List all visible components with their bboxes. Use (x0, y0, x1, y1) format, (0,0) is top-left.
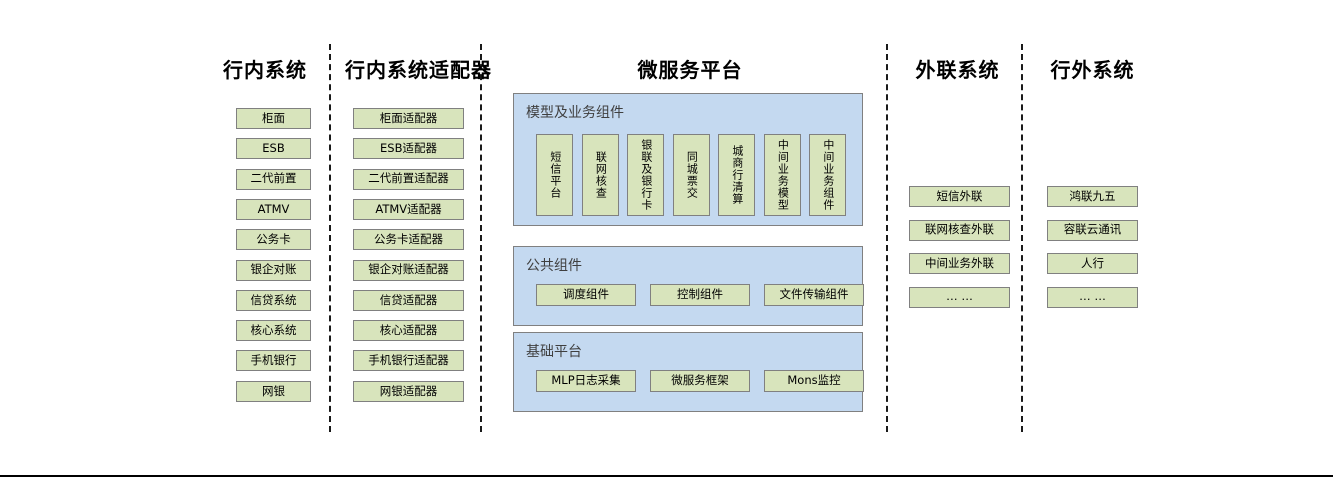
node-inbank-adapter-7[interactable]: 核心适配器 (353, 320, 464, 342)
panel-model-business: 模型及业务组件短信平台联网核查银联及银行卡同城票交城商行清算中间业务模型中间业务… (513, 93, 863, 226)
node-inbank-7[interactable]: 核心系统 (236, 320, 311, 342)
node-external-link-1[interactable]: 联网核查外联 (909, 219, 1010, 241)
node-inbank-4[interactable]: 公务卡 (236, 229, 311, 251)
panel-base-platform: 基础平台 MLP日志采集微服务框架 Mons监控 (513, 332, 864, 412)
node-base-platform-2[interactable]: Mons监控 (764, 370, 864, 392)
node-model-business-4[interactable]: 城商行清算 (718, 134, 755, 216)
node-model-business-6[interactable]: 中间业务组件 (809, 134, 846, 216)
node-inbank-5[interactable]: 银企对账 (236, 259, 311, 281)
node-external-link-2[interactable]: 中间业务外联 (909, 253, 1010, 274)
node-inbank-adapter-3[interactable]: ATMV适配器 (353, 198, 464, 220)
node-outbank-1[interactable]: 容联云通讯 (1047, 219, 1138, 241)
panel-title-public-components: 公共组件 (526, 258, 582, 274)
column-divider-2 (480, 44, 482, 432)
column-divider-4 (1021, 44, 1023, 432)
panel-title-base-platform: 基础平台 (526, 344, 582, 360)
node-inbank-1[interactable]: ESB (236, 138, 311, 160)
node-inbank-0[interactable]: 柜面 (236, 108, 311, 129)
node-inbank-3[interactable]: ATMV (236, 198, 311, 220)
node-model-business-1[interactable]: 联网核查 (581, 134, 619, 216)
column-title-outbank: 行外系统 (1050, 58, 1135, 82)
bottom-rule (0, 475, 1333, 477)
node-inbank-adapter-0[interactable]: 柜面适配器 (353, 108, 464, 129)
node-model-business-0[interactable]: 短信平台 (536, 134, 573, 216)
column-divider-1 (329, 44, 331, 432)
column-title-external-link: 外联系统 (915, 58, 1000, 82)
node-inbank-8[interactable]: 手机银行 (236, 350, 311, 372)
column-title-inbank: 行内系统 (223, 58, 307, 82)
node-model-business-3[interactable]: 同城票交 (672, 134, 710, 216)
node-outbank-0[interactable]: 鸿联九五 (1047, 186, 1138, 207)
node-external-link-3[interactable]: … … (909, 286, 1010, 308)
node-inbank-adapter-9[interactable]: 网银适配器 (353, 380, 464, 402)
column-title-inbank-adapter: 行内系统适配器 (345, 58, 492, 82)
node-external-link-0[interactable]: 短信外联 (909, 186, 1010, 207)
node-base-platform-0[interactable]: MLP日志采集 (536, 370, 636, 392)
node-inbank-adapter-4[interactable]: 公务卡适配器 (353, 229, 464, 251)
column-divider-3 (886, 44, 888, 432)
node-inbank-adapter-8[interactable]: 手机银行适配器 (353, 350, 464, 372)
panel-title-model-business: 模型及业务组件 (526, 105, 624, 121)
node-outbank-3[interactable]: … … (1047, 286, 1138, 308)
node-inbank-9[interactable]: 网银 (236, 380, 311, 402)
node-inbank-adapter-5[interactable]: 银企对账适配器 (353, 259, 464, 281)
node-outbank-2[interactable]: 人行 (1047, 253, 1138, 274)
node-model-business-2[interactable]: 银联及银行卡 (627, 134, 664, 216)
node-inbank-2[interactable]: 二代前置 (236, 168, 311, 190)
node-model-business-5[interactable]: 中间业务模型 (763, 134, 801, 216)
panel-public-components: 公共组件调度组件控制组件文件传输组件 (513, 246, 864, 326)
node-inbank-adapter-6[interactable]: 信贷适配器 (353, 289, 464, 311)
node-inbank-6[interactable]: 信贷系统 (236, 289, 311, 311)
node-inbank-adapter-2[interactable]: 二代前置适配器 (353, 168, 464, 190)
node-inbank-adapter-1[interactable]: ESB适配器 (353, 138, 464, 160)
node-public-components-1[interactable]: 控制组件 (650, 284, 750, 306)
node-base-platform-1[interactable]: 微服务框架 (650, 370, 750, 392)
node-public-components-0[interactable]: 调度组件 (536, 284, 636, 306)
node-public-components-2[interactable]: 文件传输组件 (764, 284, 864, 306)
column-title-microservice: 微服务平台 (637, 58, 743, 82)
